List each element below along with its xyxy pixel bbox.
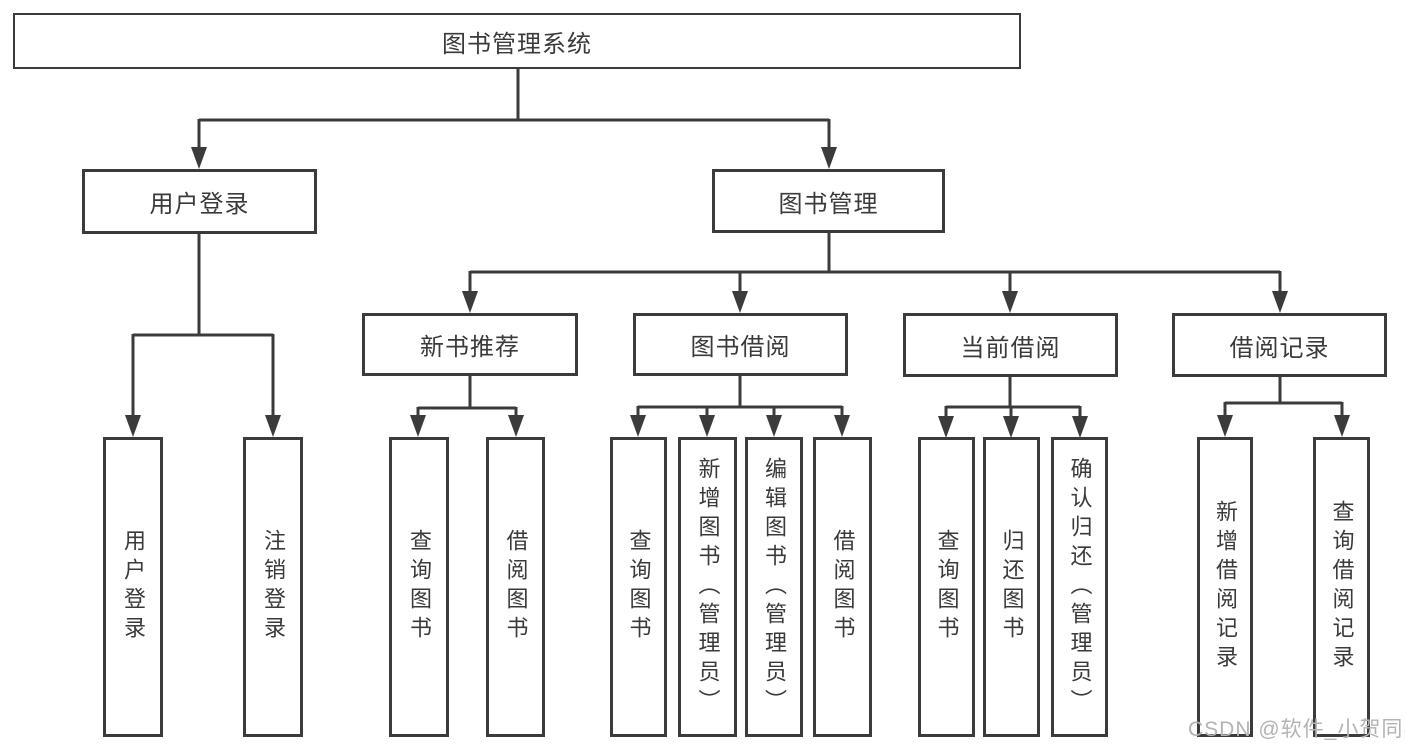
node-current-borrowing: 当前借阅 [903,313,1118,377]
leaf-add-book-admin: 新增图书（管理员） [678,437,737,737]
leaf-confirm-return-admin: 确认归还（管理员） [1051,437,1108,737]
arrowhead-icon [410,415,426,437]
leaf-add-borrow-record: 新增借阅记录 [1197,437,1253,737]
arrowhead-icon [821,147,837,169]
node-new-book-recommendation: 新书推荐 [362,313,578,376]
node-root: 图书管理系统 [13,13,1021,69]
leaf-query-books-borrowing: 查询图书 [610,437,667,737]
leaf-borrow-books-recommend: 借阅图书 [486,437,545,737]
leaf-query-borrow-record: 查询借阅记录 [1313,437,1370,737]
node-borrowing-records: 借阅记录 [1172,313,1387,377]
arrowhead-icon [1334,415,1350,437]
leaf-logout: 注销登录 [243,437,303,737]
arrowhead-icon [766,415,782,437]
arrowhead-icon [265,415,281,437]
arrowhead-icon [1003,416,1019,438]
arrowhead-icon [834,415,850,437]
arrowhead-icon [1002,291,1018,313]
arrowhead-icon [191,147,207,169]
leaf-query-books-recommend: 查询图书 [389,437,449,737]
leaf-user-login: 用户登录 [103,437,163,737]
leaf-borrow-books-borrowing: 借阅图书 [813,437,872,737]
node-user-login: 用户登录 [82,169,317,234]
arrowhead-icon [938,416,954,438]
node-book-management: 图书管理 [712,169,945,233]
arrowhead-icon [508,415,524,437]
leaf-query-books-current: 查询图书 [918,437,975,737]
node-book-borrowing: 图书借阅 [633,313,848,376]
arrowhead-icon [732,291,748,313]
arrowhead-icon [1217,415,1233,437]
leaf-edit-book-admin: 编辑图书（管理员） [745,437,803,737]
arrowhead-icon [1272,291,1288,313]
arrowhead-icon [630,415,646,437]
watermark: CSDN @软件_小贺同学 [1188,718,1405,741]
arrowhead-icon [699,415,715,437]
leaf-return-books: 归还图书 [983,437,1040,737]
arrowhead-icon [1072,416,1088,438]
arrowhead-icon [462,291,478,313]
arrowhead-icon [125,415,141,437]
